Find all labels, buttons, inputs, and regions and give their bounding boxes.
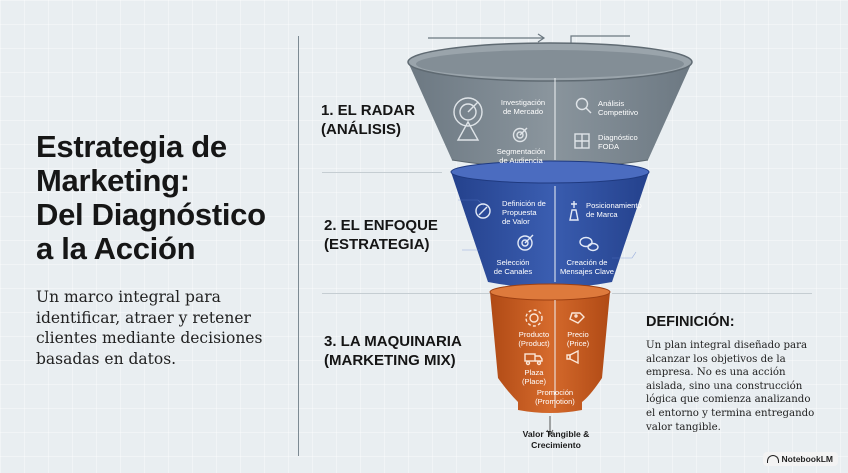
stage-2-item-label: Definición de Propuesta de Valor bbox=[502, 199, 572, 226]
stage-2-item-label: Creación de Mensajes Clave bbox=[552, 258, 622, 276]
outcome-label: Valor Tangible & Crecimiento bbox=[506, 429, 606, 451]
stage-2-item-label: Posicionamiento de Marca bbox=[586, 201, 656, 219]
stage-2-item-label: Selección de Canales bbox=[478, 258, 548, 276]
stage-3-item-label: Plaza (Place) bbox=[499, 368, 569, 386]
stage-1-item-label: Análisis Competitivo bbox=[598, 99, 668, 117]
stage-1-item-label: Diagnóstico FODA bbox=[598, 133, 668, 151]
stage-1-item-label: Segmentación de Audiencia bbox=[486, 147, 556, 165]
stage-3-item-label: Promoción (Promotion) bbox=[520, 388, 590, 406]
stage-3-item-label: Precio (Price) bbox=[543, 330, 613, 348]
brand-badge: NotebookLM bbox=[763, 452, 838, 466]
definition-text: Un plan integral diseñado para alcanzar … bbox=[646, 339, 818, 434]
stage-1-item-label: Investigación de Mercado bbox=[488, 98, 558, 116]
definition-title: DEFINICIÓN: bbox=[646, 314, 735, 330]
brand-name: NotebookLM bbox=[782, 454, 833, 464]
notebooklm-logo-icon bbox=[767, 455, 779, 463]
